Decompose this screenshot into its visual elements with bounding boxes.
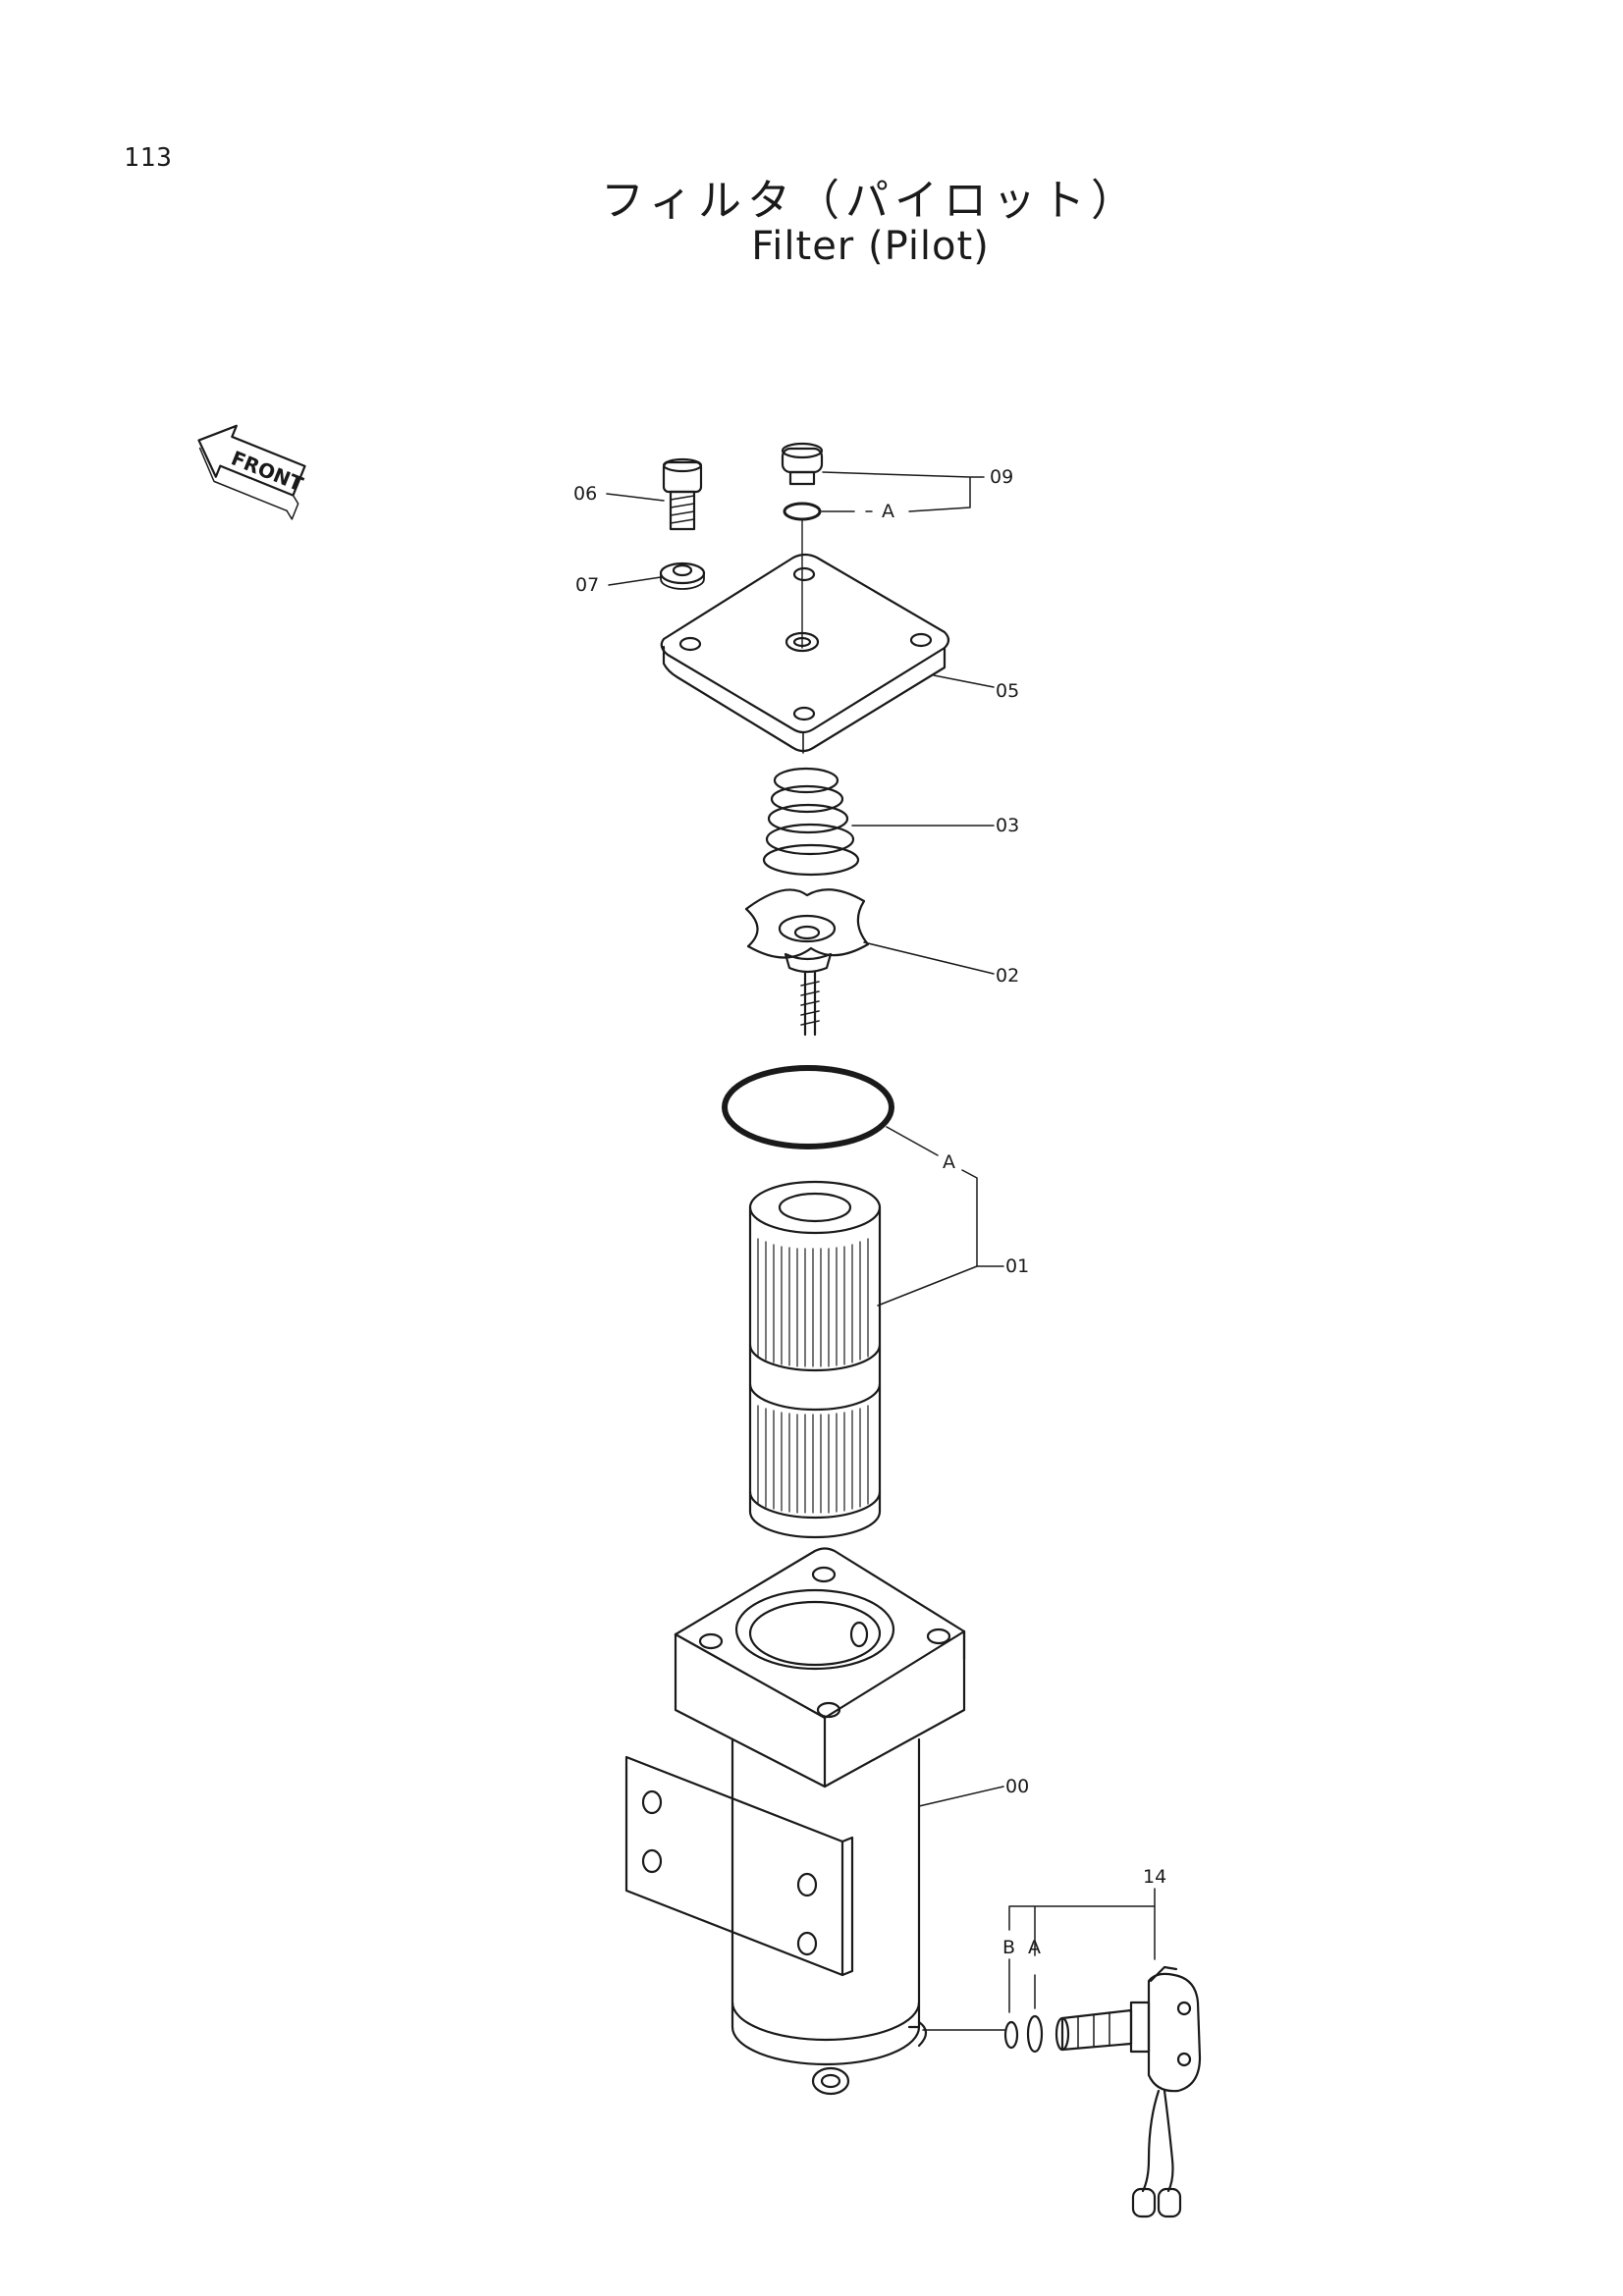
callout-b-low: B xyxy=(1002,1937,1015,1958)
leader-14-group xyxy=(1008,1888,1156,2013)
callout-a-top: A xyxy=(882,501,894,522)
callout-14: 14 xyxy=(1143,1866,1166,1888)
part-05-cover xyxy=(660,553,950,754)
leader-01 xyxy=(877,1265,1004,1307)
callout-03: 03 xyxy=(996,815,1019,836)
leader-a-mid xyxy=(886,1126,978,1267)
part-14-pressure-switch xyxy=(1055,1965,1202,2218)
leader-07 xyxy=(608,576,662,586)
front-label: FRONT xyxy=(228,446,306,496)
leader-06 xyxy=(606,493,665,502)
part-06-bolt xyxy=(662,457,703,531)
callout-05: 05 xyxy=(996,680,1019,702)
part-07-washer xyxy=(659,561,706,590)
callout-02: 02 xyxy=(996,965,1019,987)
part-03-spring xyxy=(762,767,860,877)
part-09-plug xyxy=(781,442,824,486)
callout-00: 00 xyxy=(1005,1776,1029,1797)
leader-02 xyxy=(863,941,995,975)
leader-00 xyxy=(918,1786,1004,1807)
callout-09: 09 xyxy=(990,466,1013,488)
part-14-seals xyxy=(1003,2014,1044,2054)
callout-01: 01 xyxy=(1005,1255,1029,1277)
part-00-housing xyxy=(624,1547,966,2096)
callout-a-low: A xyxy=(1028,1937,1041,1958)
part-01-filter-element xyxy=(748,1180,882,1539)
title-japanese: フィルタ（パイロット） xyxy=(600,176,1141,226)
callout-07: 07 xyxy=(575,574,599,596)
leader-09-group xyxy=(822,471,985,512)
title-english: Filter (Pilot) xyxy=(751,224,990,269)
part-02-valve xyxy=(744,888,870,1037)
front-arrow-icon: FRONT xyxy=(197,424,306,520)
leader-05 xyxy=(933,674,995,688)
callout-06: 06 xyxy=(573,483,597,505)
part-09-oring xyxy=(783,502,822,521)
callout-a-mid: A xyxy=(943,1151,955,1173)
page-number: 113 xyxy=(124,143,173,173)
large-oring xyxy=(722,1065,894,1149)
